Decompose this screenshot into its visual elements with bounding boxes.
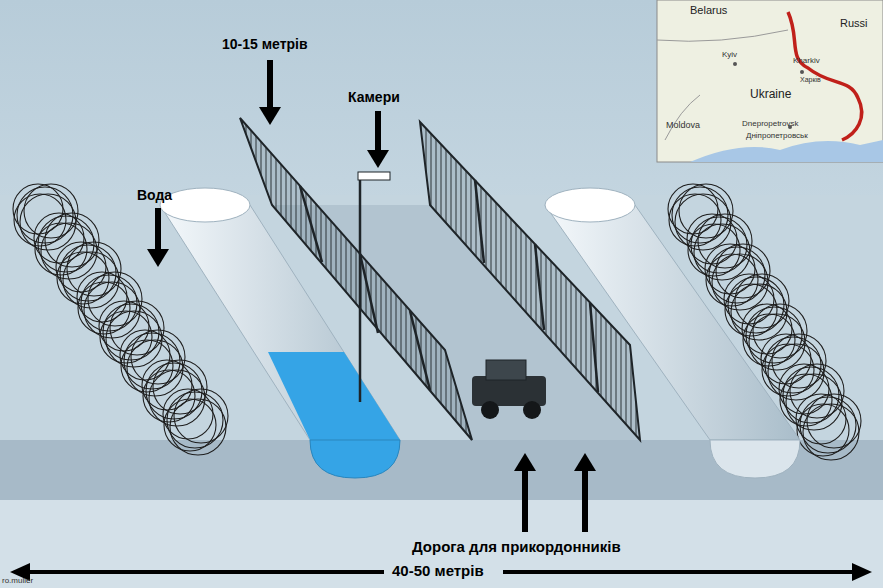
label: Kharkiv	[793, 56, 820, 65]
label: Ukraine	[750, 88, 791, 102]
label: ro.muller	[2, 576, 33, 585]
label: Дорога для прикордонників	[412, 538, 621, 555]
label: Kyiv	[722, 50, 737, 59]
label: Дніпропетровськ	[746, 131, 808, 140]
label: 10-15 метрів	[222, 36, 308, 52]
label: Russi	[840, 17, 868, 30]
label: 40-50 метрів	[392, 562, 484, 579]
label: Камери	[348, 89, 400, 105]
label: Харків	[800, 76, 821, 84]
label: Belarus	[690, 4, 727, 17]
label: Moldova	[666, 120, 700, 130]
label: Dnepropetrovsk	[742, 119, 798, 128]
label: Вода	[137, 187, 172, 203]
